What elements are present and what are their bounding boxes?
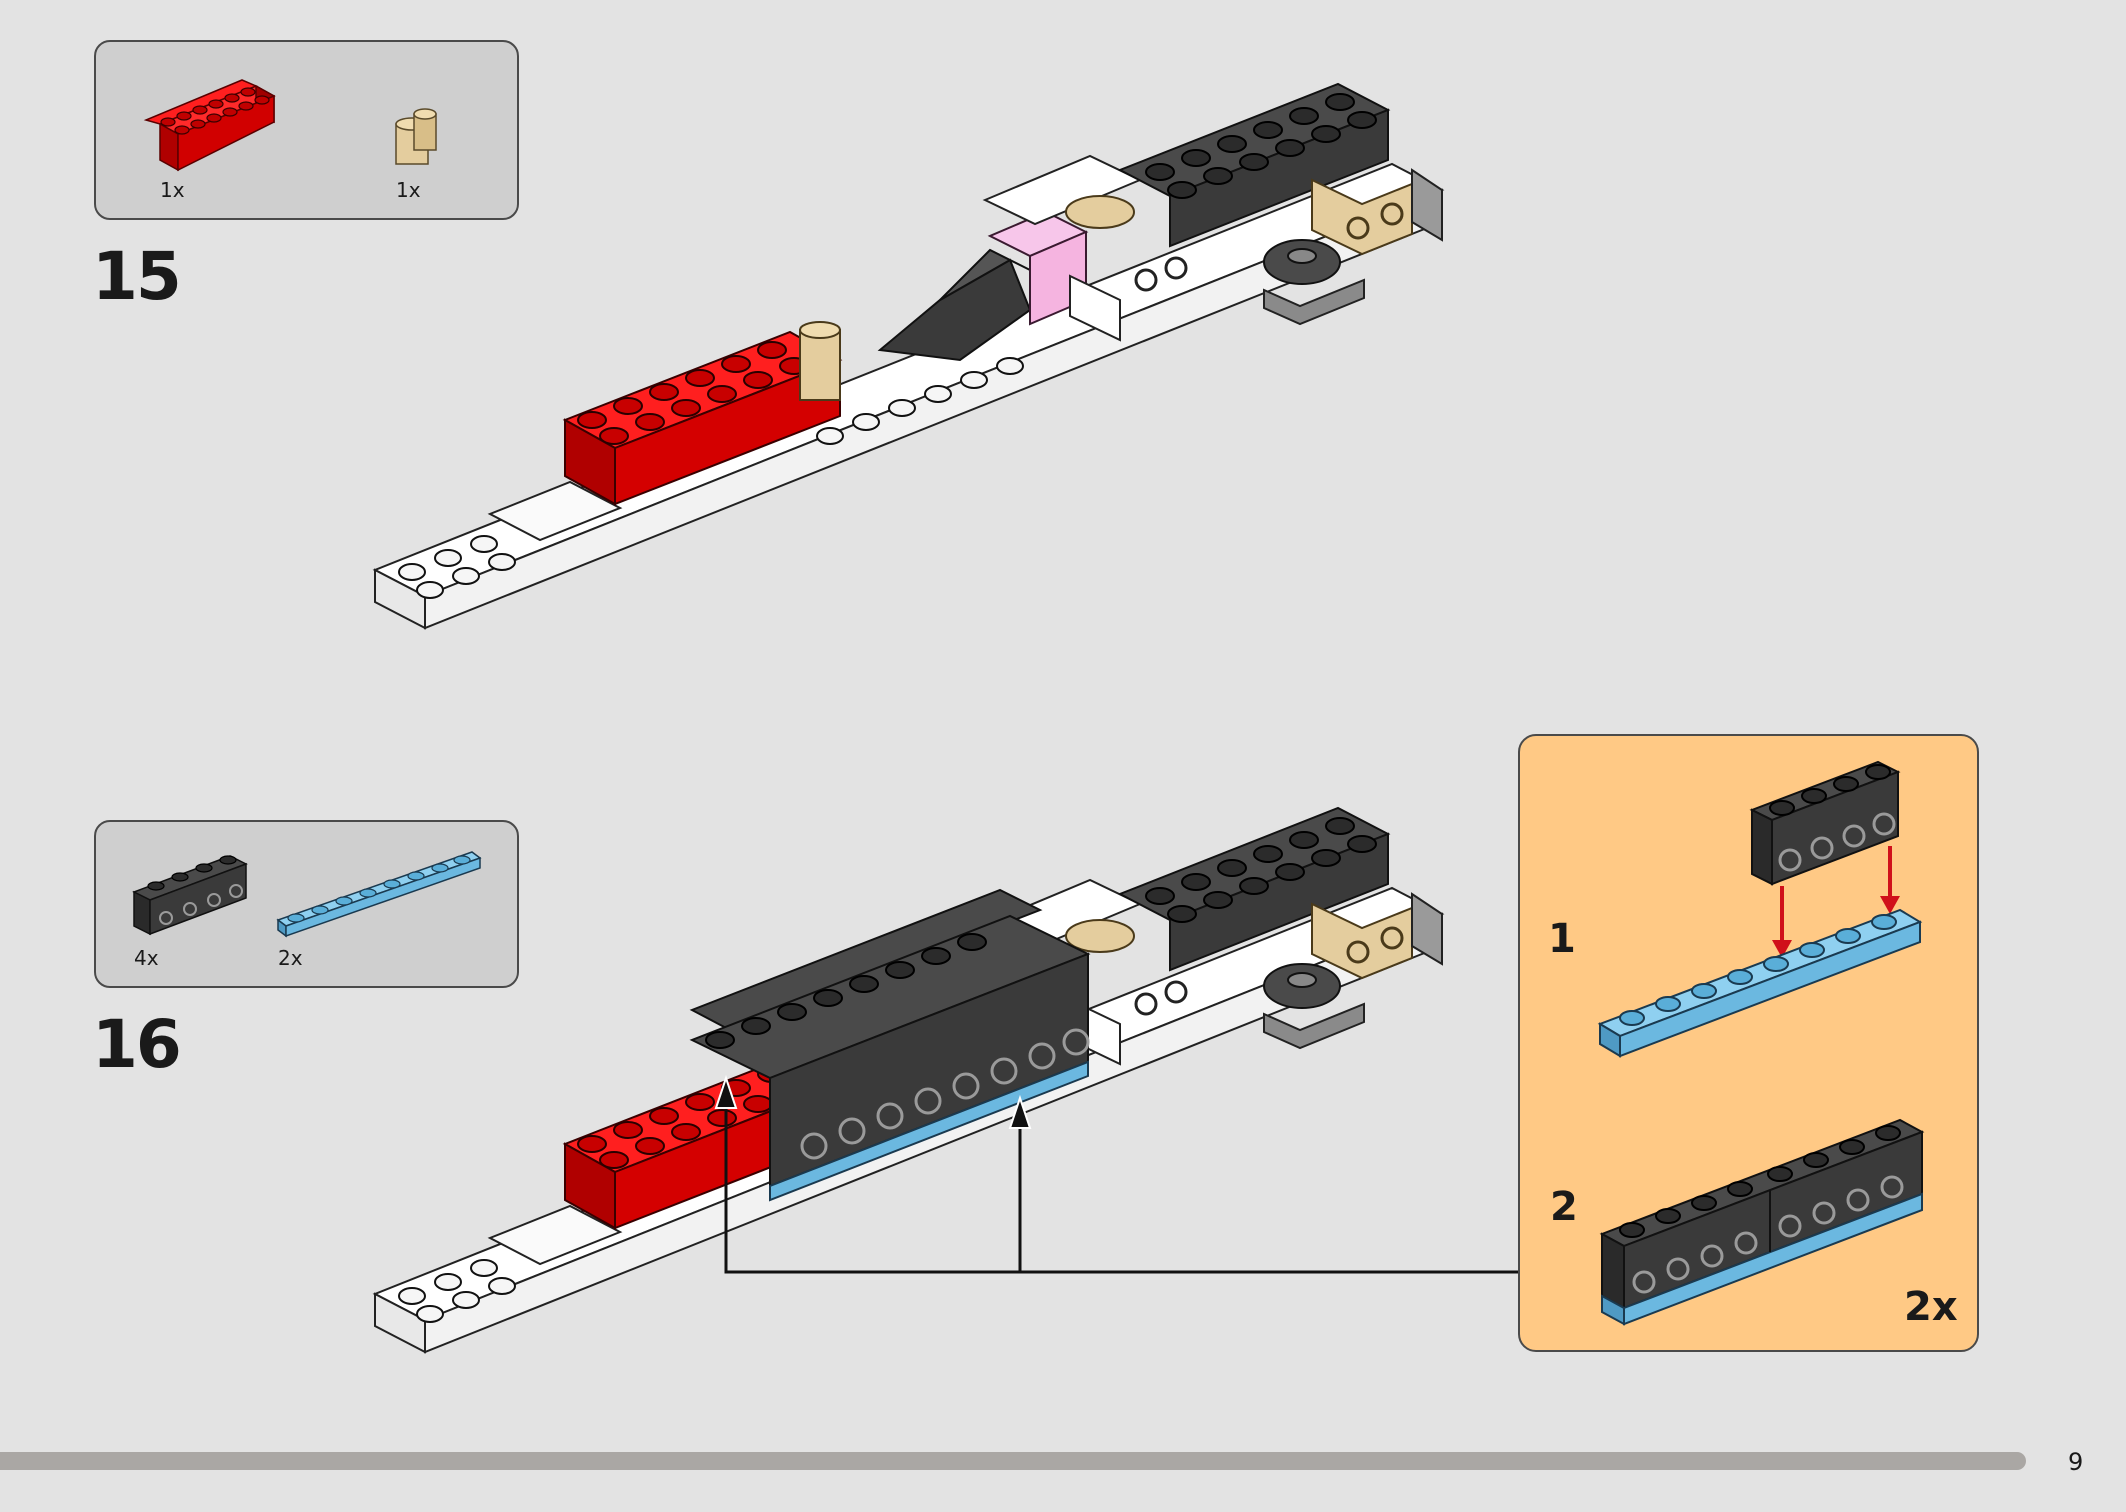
light-blue-plate-part-image	[276, 851, 482, 938]
arrow-up-icon	[714, 1074, 738, 1109]
callout-connector	[724, 1100, 1518, 1274]
part-count-tan-brick: 1x	[396, 178, 421, 202]
part-count-light-blue-plate: 2x	[278, 946, 303, 970]
tan-brick-part-image	[395, 108, 437, 165]
parts-list-step-15-images	[143, 79, 437, 172]
sub-step-number-1: 1	[1548, 916, 1576, 962]
dark-grey-technic-brick-part-image	[132, 855, 248, 936]
sub-assembly-callout: 1 2 2x	[1518, 734, 1979, 1352]
red-brick-part-image	[143, 79, 276, 172]
page-progress-bar	[0, 1452, 2026, 1470]
sub-assembly-multiplier: 2x	[1904, 1284, 1958, 1330]
parts-list-step-15: 1x 1x	[94, 40, 519, 220]
sub-step-number-2: 2	[1550, 1184, 1578, 1230]
step-16-model	[373, 806, 1444, 1354]
step-number-16: 16	[92, 1006, 182, 1083]
part-count-red-brick: 1x	[160, 178, 185, 202]
parts-list-step-16: 4x 2x	[94, 820, 519, 988]
sub-step-2-image	[1599, 1118, 1925, 1326]
step-15-model	[373, 82, 1444, 630]
sub-step-1-image	[1597, 760, 1923, 1058]
part-count-dark-grey-brick: 4x	[134, 946, 159, 970]
arrow-up-icon	[1008, 1094, 1032, 1129]
sub-assembly-images	[1597, 760, 1925, 1326]
parts-list-step-16-images	[132, 851, 482, 938]
step-number-15: 15	[92, 238, 182, 315]
step-16-added-sub-assemblies	[689, 914, 1091, 1202]
page-number: 9	[2068, 1448, 2084, 1476]
